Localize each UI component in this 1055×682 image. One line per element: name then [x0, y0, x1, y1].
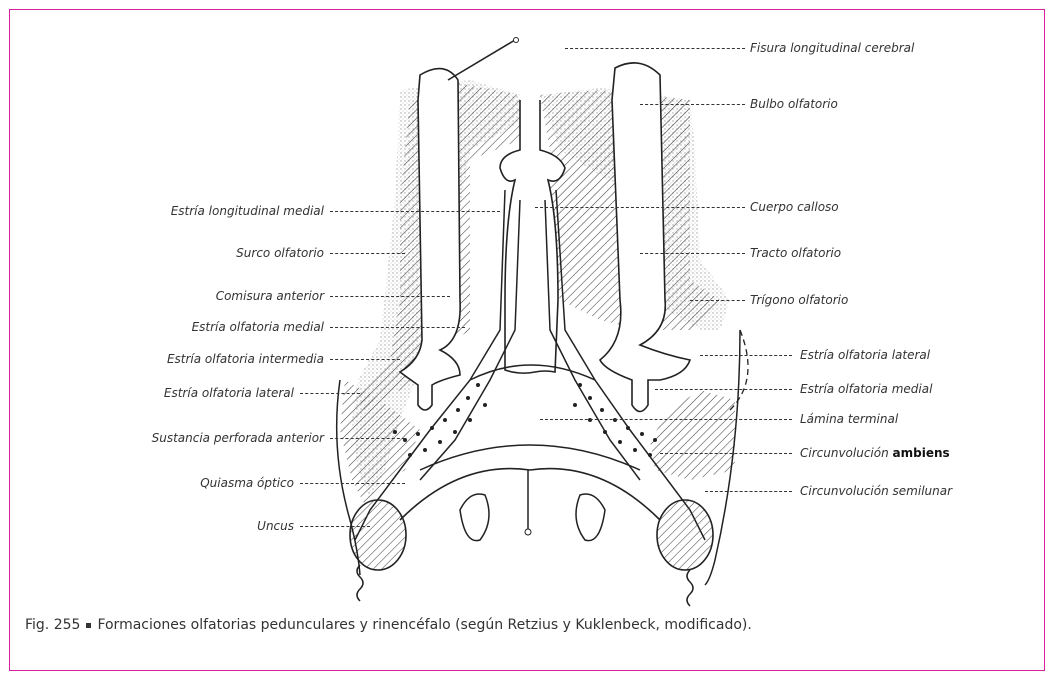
right-optic-nerve: [576, 494, 605, 541]
label-sustancia-perforada-anterior: Sustancia perforada anterior: [152, 430, 324, 446]
leader-right-5: [690, 300, 745, 301]
leader-left-5: [330, 359, 400, 360]
leader-left-3: [330, 296, 450, 297]
leader-right-1: [565, 48, 745, 49]
label-circunvolucion-ambiens: Circunvolución ambiens: [800, 445, 950, 461]
figure-caption-text: Formaciones olfatorias pedunculares y ri…: [97, 617, 751, 633]
leader-left-8: [300, 483, 405, 484]
leader-left-7: [330, 438, 405, 439]
leader-left-2: [330, 253, 405, 254]
probe-needle: [448, 40, 515, 80]
label-estria-longitudinal-medial: Estría longitudinal medial: [171, 203, 324, 219]
left-optic-nerve: [460, 494, 489, 541]
label-bulbo-olfatorio: Bulbo olfatorio: [750, 96, 838, 112]
leader-right-9: [660, 453, 792, 454]
leader-right-4: [640, 253, 745, 254]
leader-right-7: [655, 389, 792, 390]
leader-right-10: [705, 491, 792, 492]
probe-tip: [514, 38, 519, 43]
figure-number: Fig. 255: [25, 617, 80, 633]
label-circunvolucion-text: Circunvolución: [800, 446, 889, 460]
label-estria-olfatoria-intermedia: Estría olfatoria intermedia: [167, 351, 324, 367]
figure-caption: Fig. 255 Formaciones olfatorias peduncula…: [25, 616, 752, 634]
infundibulum-tip: [525, 529, 531, 535]
label-estria-olfatoria-lateral-right: Estría olfatoria lateral: [800, 347, 930, 363]
leader-right-8: [540, 419, 792, 420]
leader-right-2: [640, 104, 745, 105]
optic-chiasm-outline: [400, 469, 660, 520]
right-vessel: [687, 570, 693, 606]
label-trigono-olfatorio: Trígono olfatorio: [750, 292, 848, 308]
label-quiasma-optico: Quiasma óptico: [200, 475, 294, 491]
leader-right-6: [700, 355, 792, 356]
leader-left-9: [300, 526, 370, 527]
caption-bullet: [86, 623, 91, 628]
label-ambiens-bold: ambiens: [893, 446, 950, 460]
label-lamina-terminal: Lámina terminal: [800, 411, 898, 427]
leader-left-6: [300, 393, 360, 394]
label-estria-olfatoria-lateral-left: Estría olfatoria lateral: [164, 385, 294, 401]
label-comisura-anterior: Comisura anterior: [216, 288, 324, 304]
label-cuerpo-calloso: Cuerpo calloso: [750, 199, 839, 215]
label-estria-olfatoria-medial-right: Estría olfatoria medial: [800, 381, 932, 397]
right-uncus: [657, 500, 713, 570]
label-surco-olfatorio: Surco olfatorio: [236, 245, 324, 261]
label-uncus: Uncus: [257, 518, 294, 534]
label-estria-olfatoria-medial-left: Estría olfatoria medial: [192, 319, 324, 335]
lamina-terminalis: [420, 445, 640, 470]
leader-left-4: [330, 327, 465, 328]
leader-left-1: [330, 211, 500, 212]
leader-right-3: [535, 207, 745, 208]
label-circunvolucion-semilunar: Circunvolución semilunar: [800, 483, 952, 499]
label-fisura-longitudinal-cerebral: Fisura longitudinal cerebral: [750, 40, 914, 56]
label-tracto-olfatorio: Tracto olfatorio: [750, 245, 841, 261]
hatch-right-lower: [650, 390, 735, 480]
